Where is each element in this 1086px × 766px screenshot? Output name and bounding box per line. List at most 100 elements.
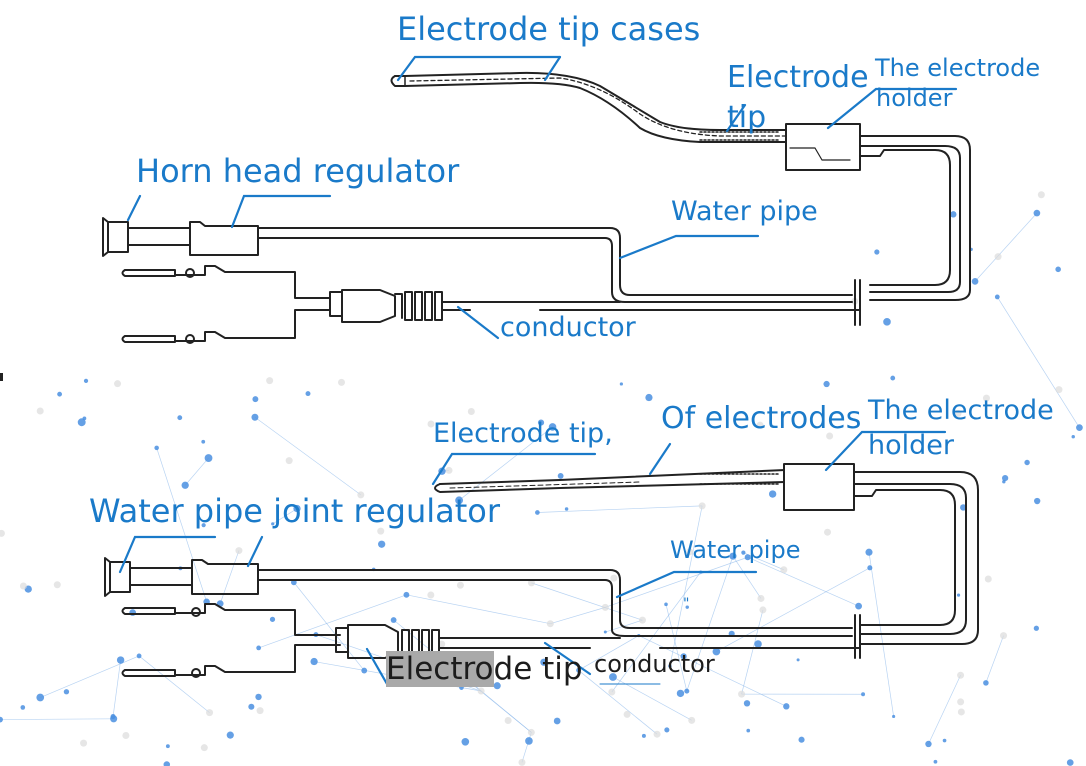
network-node: [518, 758, 526, 766]
network-node: [956, 593, 961, 597]
network-node: [865, 548, 873, 556]
network-node: [971, 278, 979, 285]
label-electrode-holder-bottom-line1: The electrode: [868, 395, 1054, 426]
network-node: [798, 736, 805, 743]
network-node: [269, 616, 276, 622]
network-node: [892, 714, 896, 719]
network-node: [759, 606, 767, 614]
bottom-electrode-holder: [783, 463, 979, 645]
leader-water-pipe-top: [618, 234, 760, 260]
network-node: [890, 375, 896, 381]
network-edge: [985, 635, 1004, 684]
network-node: [256, 707, 264, 715]
network-node: [1033, 625, 1039, 631]
network-edge: [537, 505, 703, 513]
network-node: [493, 682, 501, 690]
network-node: [1071, 435, 1075, 439]
label-water-pipe-top: Water pipe: [671, 196, 818, 227]
network-node: [165, 744, 170, 749]
network-node: [883, 318, 891, 326]
network-node: [110, 715, 118, 723]
network-edge: [928, 675, 961, 745]
network-node: [712, 647, 721, 656]
network-node: [861, 692, 866, 697]
network-node: [255, 693, 262, 701]
network-node: [603, 630, 607, 634]
network-node: [729, 552, 737, 560]
network-node: [1034, 497, 1041, 505]
network-node: [537, 419, 545, 426]
network-edge: [531, 582, 643, 621]
label-horn-head-regulator: Horn head regulator: [136, 152, 460, 190]
leader-conductor-top: [456, 305, 500, 340]
network-edge: [406, 594, 551, 625]
top-horn-head: [102, 217, 259, 257]
network-node: [201, 523, 206, 528]
leader-joint-a: [118, 535, 217, 574]
network-edge: [293, 582, 365, 671]
network-node: [540, 658, 548, 666]
network-node: [403, 591, 410, 598]
network-node: [527, 728, 535, 736]
label-of-electrodes: Of electrodes: [661, 401, 862, 436]
network-node: [248, 703, 255, 710]
stray-mark: ": [683, 596, 690, 612]
network-node: [925, 740, 932, 748]
network-edge: [716, 567, 871, 652]
network-node: [357, 491, 365, 499]
edge-mark: [0, 373, 3, 381]
network-edge: [112, 659, 121, 717]
network-node: [608, 688, 616, 696]
network-node: [757, 594, 765, 602]
network-node: [780, 566, 788, 574]
network-node: [641, 733, 646, 738]
network-node: [285, 457, 293, 465]
network-node: [525, 737, 533, 745]
network-node: [83, 378, 89, 383]
label-electrode-holder-top-line2: holder: [876, 84, 953, 112]
label-electrode-tip-top-line2: tip: [727, 100, 767, 135]
network-node: [867, 565, 873, 571]
network-node: [114, 380, 122, 388]
network-edge: [611, 571, 701, 693]
network-node: [557, 472, 564, 479]
network-node: [688, 716, 696, 724]
network-node: [1002, 475, 1009, 482]
network-edge: [686, 556, 734, 692]
network-node: [445, 466, 453, 474]
network-node: [746, 728, 751, 733]
network-edge: [732, 555, 762, 599]
network-node: [957, 708, 965, 716]
network-node: [610, 574, 618, 582]
network-node: [1076, 424, 1083, 431]
label-water-pipe-bottom: Water pipe: [670, 536, 801, 564]
network-node: [427, 591, 435, 599]
network-node: [553, 717, 561, 725]
network-node: [1055, 386, 1063, 394]
network-node: [548, 423, 557, 431]
network-node: [994, 253, 1002, 261]
network-node: [564, 507, 569, 511]
network-node: [783, 703, 790, 710]
network-node: [743, 700, 751, 707]
network-node: [20, 705, 26, 710]
label-electrode-holder-bottom-line2: holder: [868, 430, 954, 461]
network-node: [477, 687, 485, 695]
network-node: [456, 581, 464, 589]
leader-joint-b: [246, 535, 264, 568]
network-node: [685, 605, 689, 609]
network-edge: [258, 594, 407, 649]
network-node: [576, 667, 581, 673]
leader-horn-a: [126, 194, 142, 222]
network-node: [181, 481, 189, 489]
network-node: [266, 377, 274, 385]
leader-electrode-tip-top: [725, 103, 747, 133]
network-node: [377, 527, 385, 535]
network-edges: [0, 212, 1080, 763]
leader-electrode-tip-bottom: [431, 452, 597, 486]
network-node: [390, 617, 397, 623]
network-node: [504, 717, 512, 725]
network-node: [684, 688, 690, 694]
network-node: [252, 396, 259, 403]
network-node: [293, 504, 301, 513]
